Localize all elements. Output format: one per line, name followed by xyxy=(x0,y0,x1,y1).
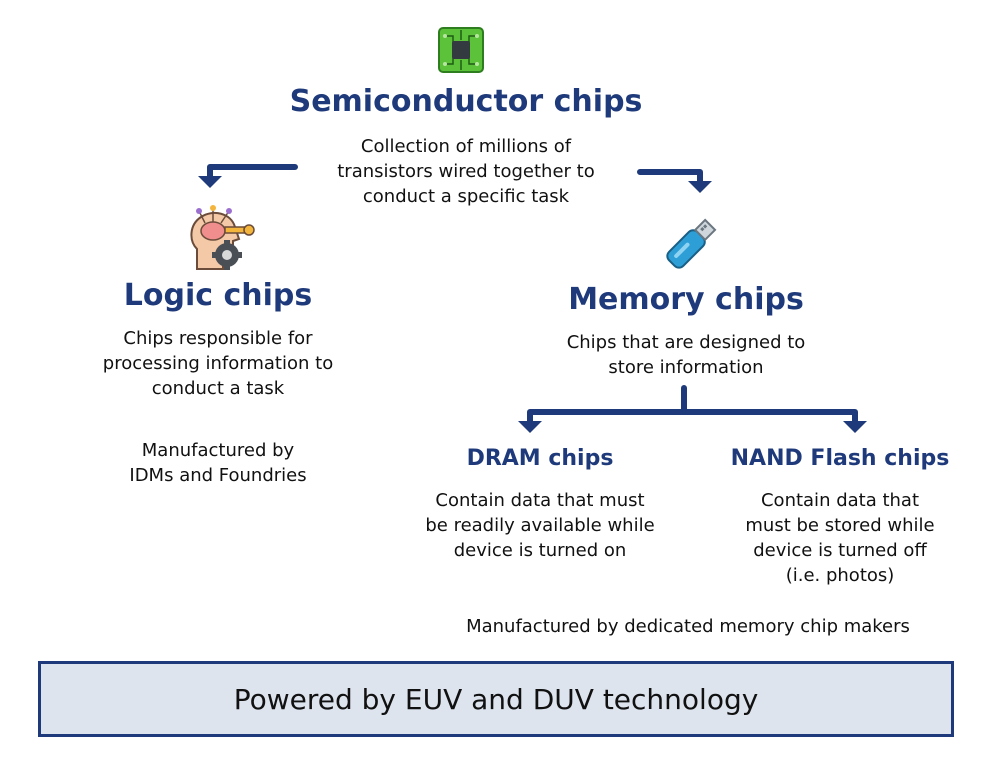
arrow-memory-to-dram xyxy=(527,385,687,428)
memory-manufactured: Manufactured by dedicated memory chip ma… xyxy=(466,616,910,637)
dram-title: DRAM chips xyxy=(466,446,614,471)
arrow-root-to-memory xyxy=(637,169,703,188)
root-description: Collection of millions of transistors wi… xyxy=(337,136,595,207)
logic-title: Logic chips xyxy=(123,278,313,313)
arrowhead-nand xyxy=(843,421,867,433)
root-title: Semiconductor chips xyxy=(289,84,643,119)
dram-description: Contain data that must be readily availa… xyxy=(425,490,655,561)
nand-description: Contain data that must be stored while d… xyxy=(745,490,935,586)
arrowhead-dram xyxy=(518,421,542,433)
memory-title: Memory chips xyxy=(568,282,804,317)
arrow-root-to-logic xyxy=(207,164,298,183)
arrow-memory-to-nand xyxy=(681,409,858,428)
brain-gear-icon xyxy=(185,205,257,273)
memory-description: Chips that are designed to store informa… xyxy=(566,332,806,378)
nand-title: NAND Flash chips xyxy=(730,446,950,471)
arrowhead-logic xyxy=(198,176,222,188)
footer-text: Powered by EUV and DUV technology xyxy=(233,682,759,716)
logic-description: Chips responsible for processing informa… xyxy=(102,328,334,399)
footer-banner: Powered by EUV and DUV technology xyxy=(38,661,954,737)
logic-manufactured: Manufactured by IDMs and Foundries xyxy=(129,440,307,486)
usb-drive-icon xyxy=(656,212,726,276)
arrowhead-memory xyxy=(688,181,712,193)
microchip-icon xyxy=(437,26,485,74)
